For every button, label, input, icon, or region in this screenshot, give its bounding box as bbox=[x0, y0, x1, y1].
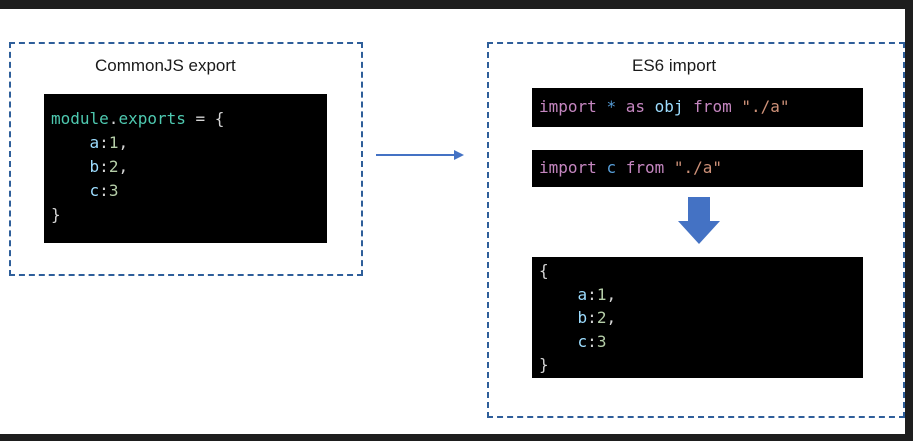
entry-trail: , bbox=[606, 308, 617, 327]
commonjs-export-panel bbox=[9, 42, 363, 276]
entry-value: 3 bbox=[108, 181, 119, 200]
entry-key: c bbox=[89, 181, 100, 200]
es6-import-panel bbox=[487, 42, 905, 418]
right-arrow-icon bbox=[376, 150, 464, 160]
entry-sep: : bbox=[587, 284, 597, 304]
from-keyword: from bbox=[625, 158, 665, 177]
entry-sep: : bbox=[99, 133, 109, 152]
result-entry-a: a:1, bbox=[539, 283, 863, 307]
entry-value: 1 bbox=[108, 133, 119, 152]
result-open-brace: { bbox=[539, 261, 549, 280]
namespace-star: * bbox=[606, 97, 617, 116]
code-module-identifier: module bbox=[51, 109, 109, 128]
code-close-brace: } bbox=[51, 205, 61, 224]
entry-value: 2 bbox=[108, 157, 119, 176]
import-result-code-block: { a:1, b:2, c:3} bbox=[532, 257, 863, 378]
entry-sep: : bbox=[99, 157, 109, 176]
entry-key: a bbox=[577, 284, 588, 304]
from-keyword: from bbox=[693, 97, 732, 116]
entry-trail: , bbox=[118, 157, 129, 176]
import-source: "./a" bbox=[673, 158, 723, 177]
entry-sep: : bbox=[587, 308, 597, 327]
import-keyword: import bbox=[539, 97, 597, 116]
import-keyword: import bbox=[539, 158, 597, 177]
result-close-brace: } bbox=[539, 355, 549, 374]
es6-import-title: ES6 import bbox=[632, 56, 717, 75]
result-entry-c: c:3 bbox=[539, 330, 863, 354]
right-frame-bar bbox=[905, 0, 913, 441]
entry-trail: , bbox=[606, 284, 617, 304]
code-assign-open: = { bbox=[185, 109, 225, 128]
code-exports-property: exports bbox=[118, 109, 186, 128]
entry-key: c bbox=[577, 331, 588, 351]
commonjs-export-code-block: module.exports = { a:1, b:2, c:3} bbox=[44, 94, 327, 243]
entry-trail: , bbox=[118, 133, 129, 152]
import-name: c bbox=[606, 158, 617, 177]
entry-sep: : bbox=[587, 331, 597, 351]
entry-key: b bbox=[577, 308, 588, 327]
commonjs-export-title: CommonJS export bbox=[95, 56, 236, 75]
code-line-exports: module.exports = { bbox=[51, 107, 327, 131]
entry-value: 3 bbox=[596, 331, 607, 351]
as-keyword: as bbox=[625, 97, 645, 116]
entry-sep: : bbox=[99, 181, 109, 200]
entry-value: 2 bbox=[596, 308, 607, 327]
namespace-import-code-block: import * as obj from "./a" bbox=[532, 88, 863, 127]
entry-key: b bbox=[89, 157, 100, 176]
top-frame-bar bbox=[0, 0, 913, 9]
default-import-code-block: import c from "./a" bbox=[532, 150, 863, 187]
down-arrow-icon bbox=[678, 197, 720, 244]
code-dot: . bbox=[108, 109, 119, 128]
entry-key: a bbox=[89, 133, 100, 152]
bottom-frame-bar bbox=[0, 434, 913, 441]
import-source: "./a" bbox=[741, 97, 790, 116]
code-entry-a: a:1, bbox=[51, 131, 327, 155]
code-entry-b: b:2, bbox=[51, 155, 327, 179]
result-entry-b: b:2, bbox=[539, 306, 863, 330]
import-name: obj bbox=[654, 97, 684, 116]
entry-value: 1 bbox=[596, 284, 607, 304]
code-entry-c: c:3 bbox=[51, 179, 327, 203]
